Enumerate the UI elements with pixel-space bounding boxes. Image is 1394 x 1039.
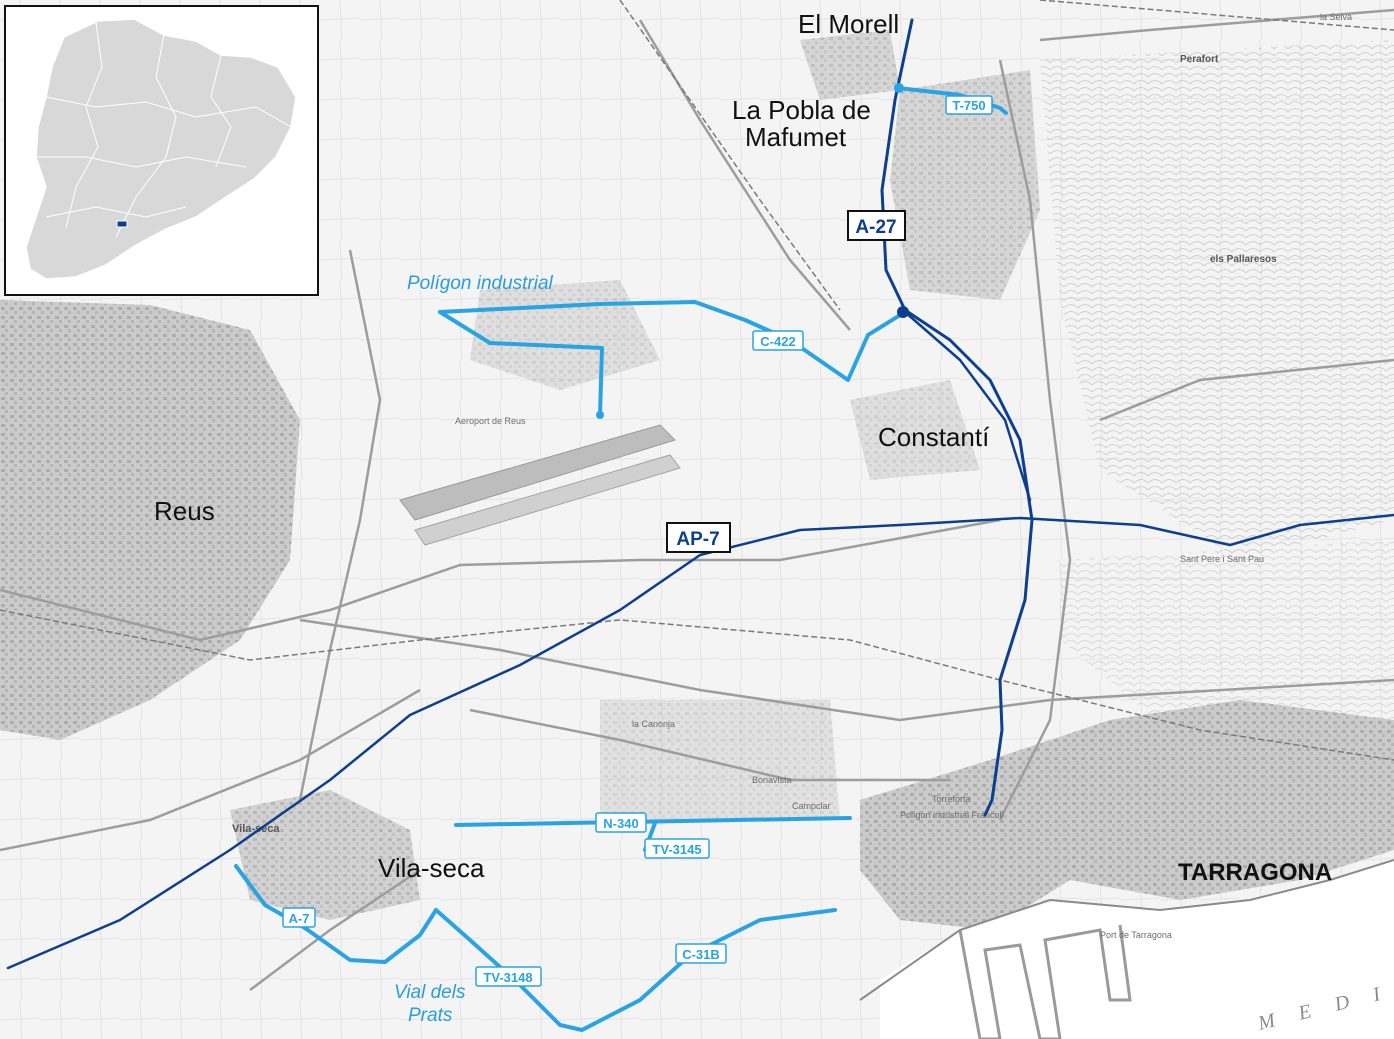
label-vila-seca: Vila-seca bbox=[378, 853, 485, 883]
coastline bbox=[859, 859, 1394, 1001]
road-c422-line bbox=[438, 300, 907, 382]
svg-text:Vila-seca: Vila-seca bbox=[232, 823, 280, 835]
svg-text:Aeroport de Reus: Aeroport de Reus bbox=[455, 416, 526, 426]
hill-shading-south-east bbox=[1060, 540, 1394, 760]
interchange-node bbox=[897, 306, 909, 318]
svg-text:C-31B: C-31B bbox=[682, 947, 720, 962]
urban-area-tarragona bbox=[860, 700, 1394, 930]
urban-area-el-morell bbox=[800, 30, 900, 100]
svg-text:la Canonja: la Canonja bbox=[632, 719, 675, 729]
svg-text:TV-3145: TV-3145 bbox=[652, 842, 701, 857]
minor-roads bbox=[0, 8, 1394, 991]
road-badge-c31b[interactable]: C-31B bbox=[675, 943, 727, 964]
road-n340-line bbox=[454, 816, 852, 827]
road-badge-c422[interactable]: C-422 bbox=[752, 330, 804, 351]
road-a27-line bbox=[880, 18, 1034, 817]
road-badge-a27[interactable]: A-27 bbox=[847, 210, 906, 241]
urban-area-vila-seca bbox=[230, 790, 420, 920]
svg-text:AP-7: AP-7 bbox=[676, 529, 719, 550]
urban-area-reus bbox=[0, 300, 300, 740]
interchange-node bbox=[894, 83, 904, 93]
svg-text:Sant Pere i Sant Pau: Sant Pere i Sant Pau bbox=[1180, 554, 1264, 564]
road-badge-n340[interactable]: N-340 bbox=[595, 812, 647, 833]
airport-runways bbox=[399, 424, 681, 546]
label-la-pobla-line2: Mafumet bbox=[745, 122, 847, 152]
svg-text:TV-3148: TV-3148 bbox=[483, 970, 532, 985]
inset-study-area-marker bbox=[116, 220, 128, 228]
svg-text:Port de Tarragona: Port de Tarragona bbox=[1100, 930, 1172, 940]
road-ap7-line bbox=[6, 513, 1394, 970]
industrial-area-petrochemical bbox=[890, 70, 1040, 300]
label-el-morell: El Morell bbox=[798, 9, 899, 39]
label-reus: Reus bbox=[154, 496, 215, 526]
road-badge-tv3145[interactable]: TV-3145 bbox=[644, 838, 710, 859]
urban-area-constanti bbox=[850, 380, 980, 480]
road-a27-branch bbox=[903, 310, 1032, 502]
poligon-access-road bbox=[438, 310, 604, 417]
inset-map-svg bbox=[25, 18, 297, 280]
svg-text:Bonavista: Bonavista bbox=[752, 775, 792, 785]
label-constanti: Constantí bbox=[878, 422, 990, 452]
road-badge-tv3148[interactable]: TV-3148 bbox=[475, 966, 542, 987]
road-badge-ap7[interactable]: AP-7 bbox=[666, 522, 731, 553]
svg-text:T-750: T-750 bbox=[952, 98, 985, 113]
label-tarragona: TARRAGONA bbox=[1178, 859, 1332, 886]
major-roads bbox=[6, 18, 1394, 970]
svg-text:A-27: A-27 bbox=[855, 217, 896, 238]
svg-text:A-7: A-7 bbox=[289, 911, 310, 926]
svg-text:C-422: C-422 bbox=[760, 334, 795, 349]
label-vial-dels-line2: Prats bbox=[408, 1005, 453, 1026]
urban-area-campclar bbox=[600, 700, 840, 820]
inset-region-shape bbox=[25, 18, 297, 280]
road-a7-line bbox=[234, 864, 438, 964]
railways bbox=[0, 0, 1394, 761]
background-place-labels: Vila-seca la Canonja Bonavista Campclar … bbox=[232, 12, 1352, 940]
label-la-pobla-line1: La Pobla de bbox=[732, 95, 871, 125]
interchange-node bbox=[596, 411, 604, 419]
svg-text:els Pallaresos: els Pallaresos bbox=[1210, 254, 1277, 265]
label-poligon-industrial: Polígon industrial bbox=[407, 273, 554, 294]
svg-text:la Selva: la Selva bbox=[1320, 12, 1352, 22]
road-tv3148-line bbox=[434, 908, 837, 1032]
road-badge-t750[interactable]: T-750 bbox=[945, 95, 993, 115]
label-vial-dels-line1: Vial dels bbox=[394, 982, 466, 1003]
hill-shading-east bbox=[1040, 40, 1394, 560]
svg-text:N-340: N-340 bbox=[603, 816, 638, 831]
svg-text:Torreforta: Torreforta bbox=[932, 794, 971, 804]
svg-text:Polígon industrial Francolí: Polígon industrial Francolí bbox=[900, 810, 1005, 820]
road-badge-a7[interactable]: A-7 bbox=[282, 907, 316, 928]
svg-text:Campclar: Campclar bbox=[792, 801, 831, 811]
local-roads bbox=[234, 86, 1008, 1032]
inset-county-borders bbox=[36, 22, 292, 238]
svg-text:Perafort: Perafort bbox=[1180, 54, 1219, 65]
sea-area bbox=[880, 860, 1394, 1039]
inset-locator-map bbox=[4, 5, 319, 296]
port-docks bbox=[958, 924, 1132, 1039]
